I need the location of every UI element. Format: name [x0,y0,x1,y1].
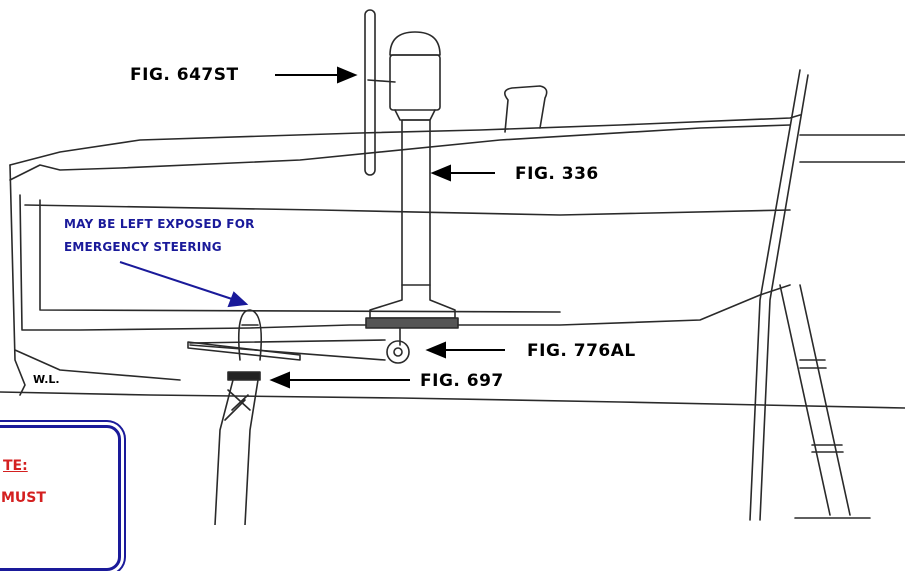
pedestal-plate [365,317,459,329]
label-fig-647st: FIG. 647ST [130,65,239,85]
rudder-stock [214,379,259,525]
note-box: TE: MUST [0,425,121,571]
ladder-right [799,284,851,516]
cabin-side [19,194,791,331]
emergency-post [237,309,263,361]
emergency-note-line1: MAY BE LEFT EXPOSED FOR [64,217,255,231]
compass-dome [389,31,441,56]
stuffing-box [227,371,261,381]
waterline [0,391,905,409]
cockpit-floor [24,204,791,216]
transom-right-2 [759,74,809,521]
boat-diagram [0,9,905,525]
ladder-rung-2 [811,444,844,453]
label-fig-697: FIG. 697 [420,371,504,391]
pedestal-column [401,119,431,286]
note-title: TE: [3,458,28,474]
hull-sheer-line [9,114,801,166]
ventilator [504,85,548,133]
idler-sheave [386,340,410,364]
hull-deck-line [9,124,791,181]
hull-stern [9,164,26,396]
transom-right [749,69,801,521]
ladder-left [779,284,831,516]
compass-body [389,54,441,111]
steering-cable [189,344,386,361]
steering-wheel [364,9,376,176]
arrow-emergency [119,261,236,301]
quadrant [187,341,301,361]
note-text: MUST [1,490,46,506]
label-fig-776al: FIG. 776AL [527,341,636,361]
cabin-inner [39,199,561,313]
hull-bottom [14,349,181,381]
label-fig-336: FIG. 336 [515,164,599,184]
emergency-note-line2: EMERGENCY STEERING [64,240,222,254]
ladder-rung-1 [799,359,827,369]
pedestal-base [369,284,456,319]
label-waterline: W.L. [33,373,60,386]
